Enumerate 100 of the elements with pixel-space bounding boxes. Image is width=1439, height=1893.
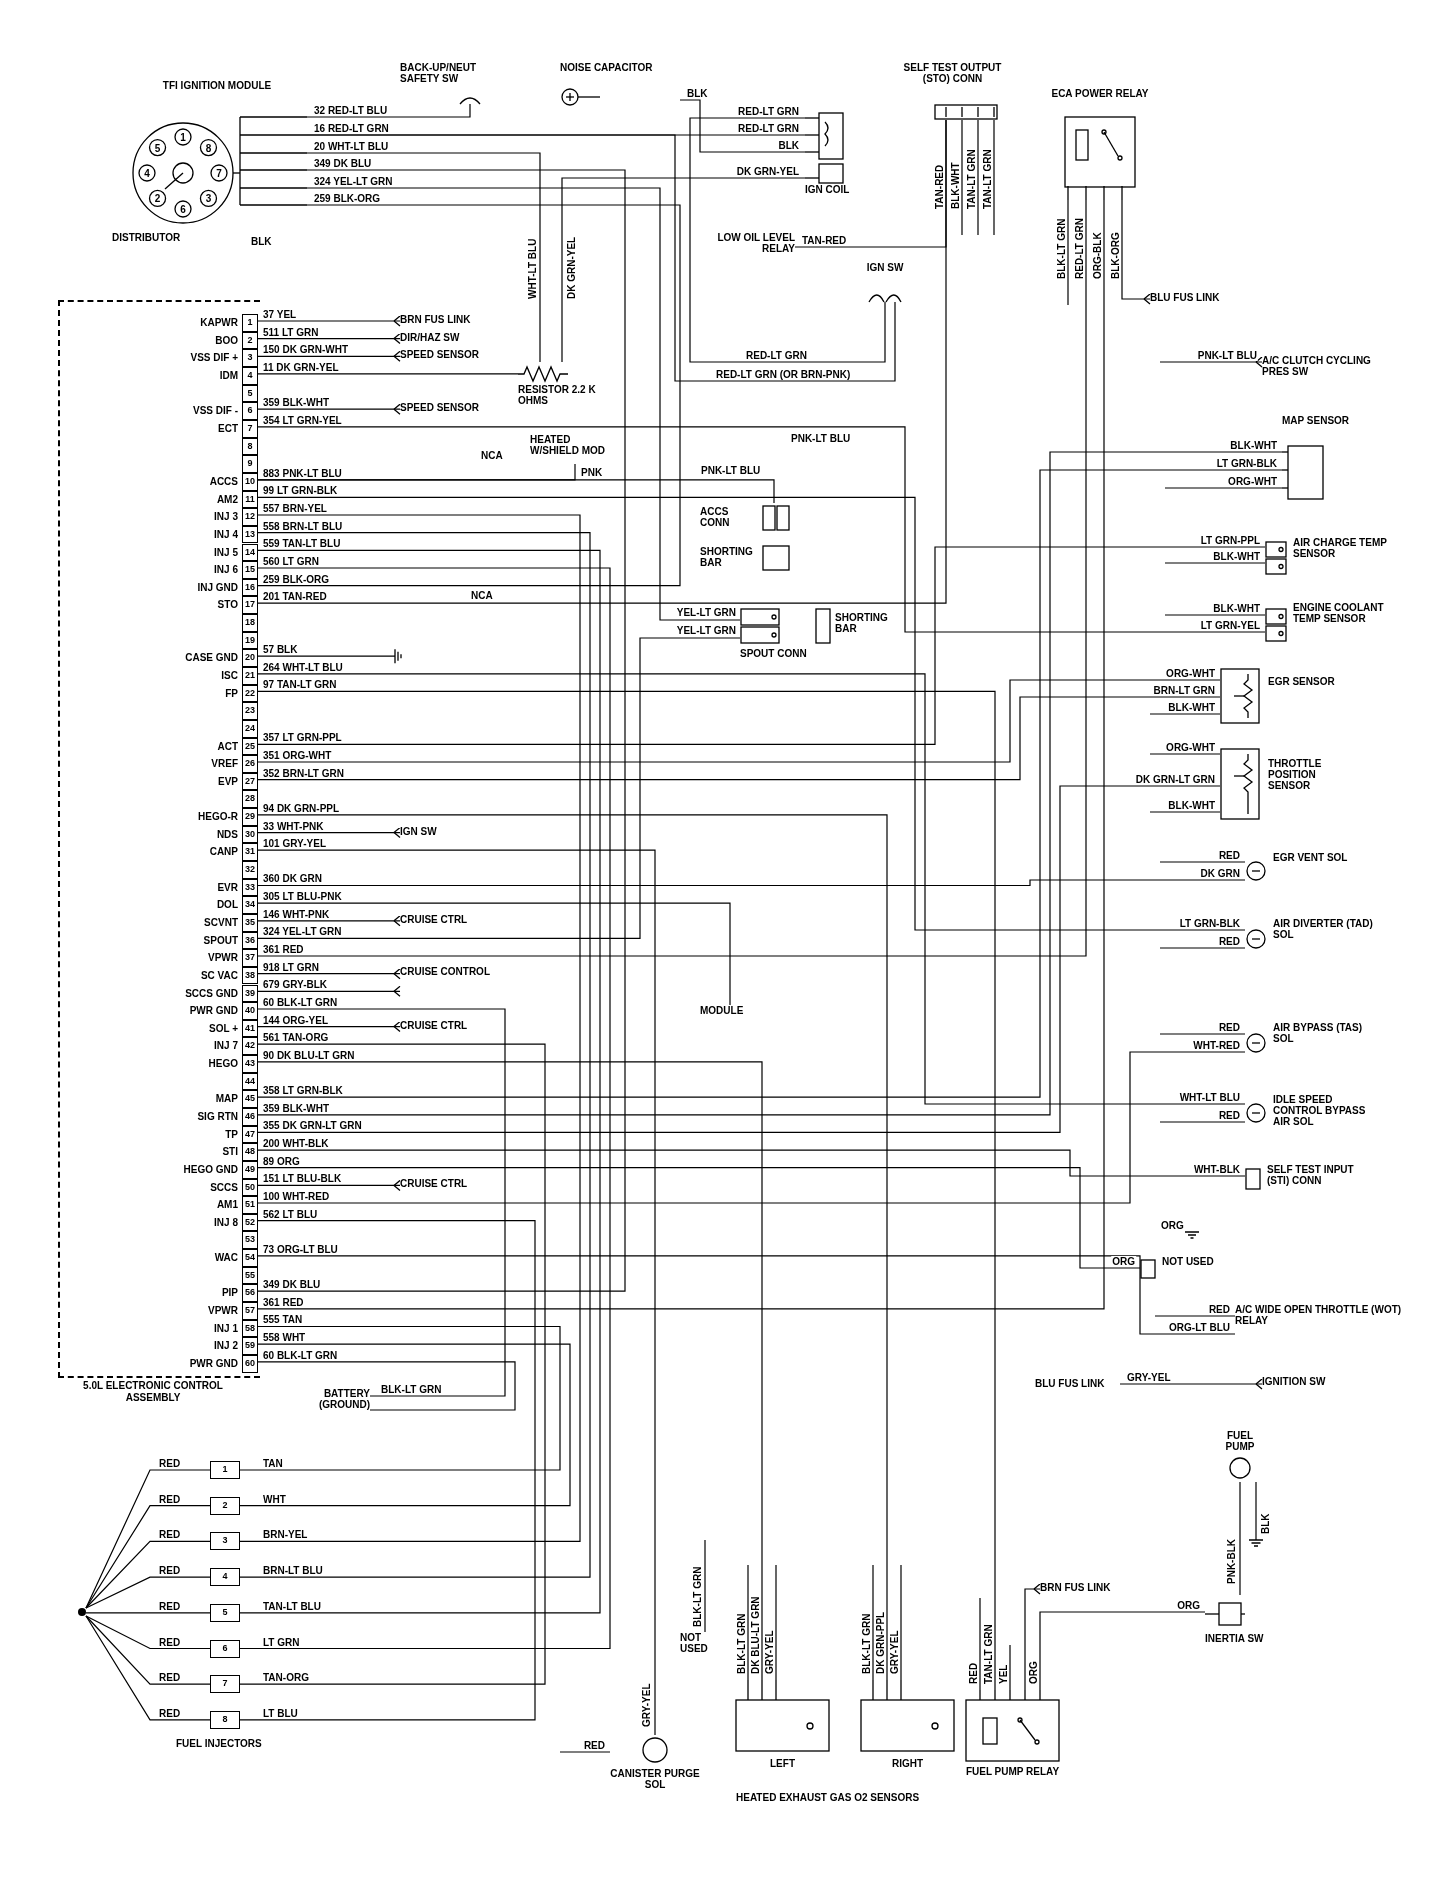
wire-label: RED bbox=[1207, 1304, 1231, 1315]
component-label: CANISTER PURGE SOL bbox=[610, 1768, 700, 1790]
wire-label: 361 RED bbox=[262, 944, 305, 956]
wire bbox=[255, 1167, 1141, 1269]
pin-name: ACT bbox=[217, 740, 238, 752]
pin-terminal: 48 bbox=[242, 1143, 258, 1161]
pin-name: HEGO-R bbox=[198, 811, 238, 823]
pin-name: INJ 5 bbox=[214, 546, 238, 558]
pin-terminal: 56 bbox=[242, 1284, 258, 1302]
cylinder-number: 5 bbox=[153, 142, 162, 154]
wire-label: LT GRN-PPL bbox=[1199, 535, 1261, 546]
pin-terminal: 37 bbox=[242, 949, 258, 967]
wire bbox=[1164, 487, 1283, 489]
pin-name: AM1 bbox=[216, 1199, 238, 1211]
wire bbox=[255, 814, 888, 1681]
wire bbox=[239, 1043, 546, 1685]
wire-label: 264 WHT-LT BLU bbox=[262, 661, 344, 673]
wire bbox=[255, 204, 681, 587]
wire-label: 511 LT GRN bbox=[262, 326, 320, 338]
wire bbox=[1154, 1315, 1236, 1317]
wire-label: 351 ORG-WHT bbox=[262, 750, 333, 761]
wire-label: 90 DK BLU-LT GRN bbox=[262, 1049, 356, 1061]
wire-label: GRY-YEL bbox=[641, 1682, 652, 1728]
wire bbox=[1067, 199, 1069, 306]
wire-label: BLK-WHT bbox=[1167, 702, 1216, 713]
pin-terminal: 9 bbox=[242, 455, 258, 473]
wire bbox=[255, 968, 401, 980]
cylinder-number: 4 bbox=[143, 167, 151, 179]
pin-terminal: 21 bbox=[242, 667, 258, 685]
pin-terminal: 4 bbox=[242, 367, 258, 385]
pin-name: SOL + bbox=[209, 1022, 238, 1034]
component-label: AIR DIVERTER (TAD) SOL bbox=[1273, 918, 1373, 940]
wire-label: 354 LT GRN-YEL bbox=[262, 414, 343, 426]
wire bbox=[872, 1564, 874, 1681]
wire bbox=[255, 350, 401, 362]
pin-name: INJ 6 bbox=[214, 564, 238, 576]
connection-label: IGNITION SW bbox=[1262, 1376, 1342, 1404]
wire-label: 357 LT GRN-PPL bbox=[262, 732, 343, 744]
pin-terminal: 1 bbox=[242, 314, 258, 332]
component-caption: DISTRIBUTOR bbox=[112, 232, 181, 243]
wire-label: LT GRN-BLK bbox=[1178, 918, 1241, 929]
wire-label: ORG bbox=[1028, 1660, 1039, 1685]
component-label: TFI IGNITION MODULE bbox=[161, 80, 273, 91]
wire-label: 94 DK GRN-PPL bbox=[262, 802, 341, 814]
wire-label: RED bbox=[158, 1600, 182, 1612]
pin-name: STI bbox=[222, 1146, 238, 1158]
wire-label: BLK bbox=[1260, 1512, 1271, 1535]
wire-label: 73 ORG-LT BLU bbox=[262, 1243, 339, 1255]
pin-name: ECT bbox=[218, 423, 238, 435]
wire-label: RED bbox=[582, 1740, 606, 1751]
component-label: MAP SENSOR bbox=[1282, 415, 1351, 426]
wire-label: ORG-WHT bbox=[1165, 742, 1216, 753]
wire-label: DK GRN bbox=[1199, 868, 1241, 879]
pin-name: ACCS bbox=[209, 475, 238, 487]
wire bbox=[239, 1343, 571, 1507]
pin-terminal: 29 bbox=[242, 808, 258, 826]
cylinder-number: 8 bbox=[204, 142, 213, 154]
wire-label: 349 DK BLU bbox=[313, 158, 373, 169]
pin-name: VSS DIF + bbox=[190, 352, 238, 364]
wire-label: PNK-LT BLU bbox=[700, 465, 762, 476]
pin-name: FP bbox=[225, 687, 238, 699]
wire bbox=[85, 1615, 211, 1721]
wire-label: GRY-YEL bbox=[889, 1629, 900, 1675]
wire-label: 100 WHT-RED bbox=[262, 1191, 331, 1202]
wire-label: ORG-WHT bbox=[1227, 476, 1278, 487]
pin-name: SPOUT bbox=[203, 934, 238, 946]
wire-label: 259 BLK-ORG bbox=[313, 193, 382, 204]
component-label: ACCS CONN bbox=[700, 506, 731, 528]
component-label: IDLE SPEED CONTROL BYPASS AIR SOL bbox=[1273, 1094, 1367, 1127]
pin-name: BOO bbox=[215, 334, 238, 346]
wire-label: TAN-LT BLU bbox=[262, 1600, 322, 1612]
wire-label: BLK-WHT bbox=[1212, 603, 1261, 614]
wire bbox=[1159, 861, 1246, 863]
wire bbox=[679, 99, 806, 153]
pin-terminal: 46 bbox=[242, 1108, 258, 1126]
wire-label: ORG bbox=[1111, 1256, 1136, 1267]
pin-terminal: 43 bbox=[242, 1055, 258, 1073]
wire bbox=[979, 1597, 981, 1691]
pin-name: PWR GND bbox=[189, 1005, 238, 1017]
wire-label: 561 TAN-ORG bbox=[262, 1032, 330, 1044]
pin-terminal: 26 bbox=[242, 755, 258, 773]
component-label: IGN COIL bbox=[805, 184, 851, 195]
wire-label: 97 TAN-LT GRN bbox=[262, 679, 338, 691]
pin-terminal: 53 bbox=[242, 1231, 258, 1250]
cylinder-number: 6 bbox=[179, 203, 187, 215]
wire bbox=[1149, 811, 1221, 813]
wire bbox=[255, 315, 401, 327]
wire bbox=[255, 690, 996, 1691]
component-label: NOISE CAPACITOR bbox=[560, 62, 654, 73]
wire-label: WHT-LT BLU bbox=[527, 237, 538, 300]
pin-terminal: 45 bbox=[242, 1090, 258, 1108]
wire-label: RED bbox=[158, 1529, 182, 1541]
wire-label: 200 WHT-BLK bbox=[262, 1138, 330, 1150]
wire bbox=[85, 1615, 211, 1650]
wire-label: BLK-LT GRN bbox=[692, 1565, 703, 1628]
wire bbox=[255, 373, 519, 375]
wire-label: WHT-RED bbox=[1192, 1040, 1241, 1051]
connection-label: BRN FUS LINK bbox=[400, 314, 492, 328]
wire-label: ORG-WHT bbox=[1165, 668, 1216, 679]
wire-label: HEATED EXHAUST GAS O2 SENSORS bbox=[735, 1792, 921, 1803]
